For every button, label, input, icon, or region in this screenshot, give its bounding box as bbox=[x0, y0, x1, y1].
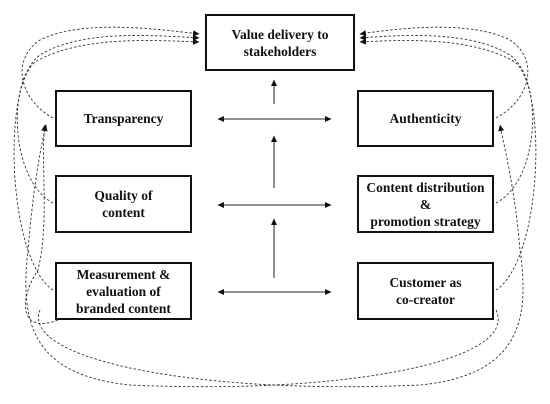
node-transparency: Transparency bbox=[55, 90, 192, 147]
dashed-bottom-sweep-left bbox=[25, 124, 499, 388]
dashed-bottom-left-loop bbox=[25, 124, 59, 325]
node-authenticity: Authenticity bbox=[357, 90, 494, 147]
dashed-right-low bbox=[359, 38, 537, 291]
dashed-bottom-sweep-right bbox=[38, 124, 524, 388]
dashed-left-outer bbox=[21, 26, 200, 119]
node-content-distribution: Content distribution & promotion strateg… bbox=[357, 175, 494, 233]
dashed-left-low bbox=[13, 38, 200, 291]
node-customer-co-creator: Customer as co-creator bbox=[357, 262, 494, 320]
node-quality-of-content: Quality of content bbox=[55, 175, 192, 233]
dashed-left-mid bbox=[16, 34, 200, 204]
dashed-right-outer bbox=[359, 26, 529, 119]
node-measurement-evaluation: Measurement & evaluation of branded cont… bbox=[55, 262, 192, 320]
node-value-delivery: Value delivery to stakeholders bbox=[205, 14, 355, 71]
